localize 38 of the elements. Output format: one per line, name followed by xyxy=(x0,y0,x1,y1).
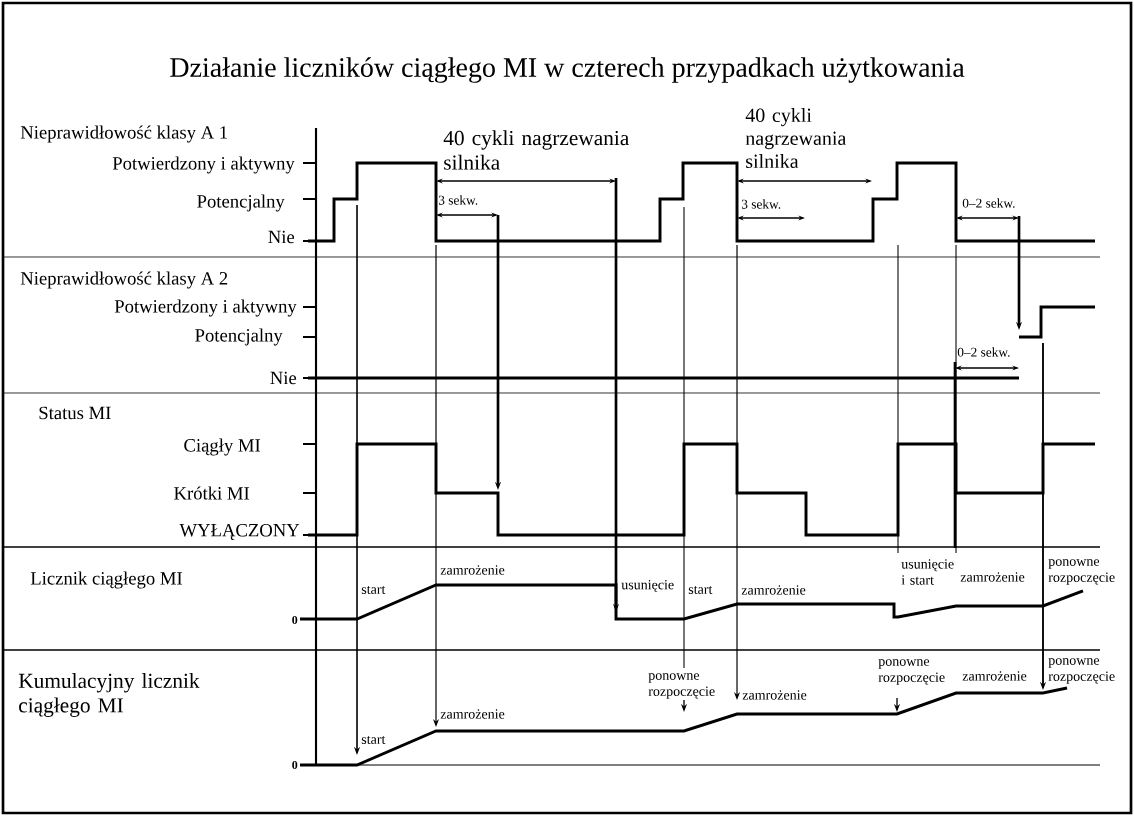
duration-label: 40 cykli nagrzewania silnika xyxy=(745,107,847,168)
signal-label: Nieprawidłowość klasy A 2 xyxy=(20,271,228,289)
event-label: start xyxy=(361,586,386,594)
event-label: zamrożenie xyxy=(742,690,807,700)
signal-label: Licznik ciągłego MI xyxy=(30,571,183,589)
event-label: zamrożenie xyxy=(741,585,806,595)
event-label: zamrożenie xyxy=(440,565,505,575)
level-label: Ciągły MI xyxy=(184,438,261,456)
event-label: ponowne rozpoczęcie xyxy=(648,673,715,699)
duration-label: 0–2 sekw. xyxy=(957,347,1010,357)
level-label: Nie xyxy=(268,230,295,244)
signal-label: Nieprawidłowość klasy A 1 xyxy=(20,125,228,143)
level-label: Potencjalny xyxy=(195,328,283,346)
level-label: Nie xyxy=(270,371,297,385)
event-label: ponowne rozpoczęcie xyxy=(878,659,945,685)
duration-label: 0–2 sekw. xyxy=(962,198,1015,208)
signal-label: Kumulacyjny licznik ciągłego MI xyxy=(18,673,200,717)
duration-label: 40 cykli nagrzewania silnika xyxy=(443,130,629,170)
zero-label: 0 xyxy=(292,615,298,625)
level-label: Krótki MI xyxy=(174,486,250,500)
level-label: Potencjalny xyxy=(197,194,285,212)
event-label: ponowne rozpoczęcie xyxy=(1048,559,1115,585)
zero-label: 0 xyxy=(292,760,298,770)
event-label: usunięcie i start xyxy=(901,559,954,585)
level-label: Potwierdzony i aktywny xyxy=(114,299,297,317)
level-label: Potwierdzony i aktywny xyxy=(112,156,295,174)
event-label: usunięcie xyxy=(621,580,674,592)
title: Działanie liczników ciągłego MI w czterech przypadkach użytkowania xyxy=(170,57,965,83)
event-label: zamrożenie xyxy=(960,572,1025,582)
event-label: zamrożenie xyxy=(440,709,505,719)
signal-label: Status MI xyxy=(39,406,111,420)
duration-label: 3 sekw. xyxy=(438,195,478,205)
event-label: start xyxy=(688,586,713,594)
level-label: WYŁĄCZONY xyxy=(179,524,300,540)
event-label: zamrożenie xyxy=(962,671,1027,681)
event-label: ponowne rozpoczęcie xyxy=(1048,658,1115,684)
event-label: start xyxy=(361,736,386,744)
duration-label: 3 sekw. xyxy=(741,199,781,209)
